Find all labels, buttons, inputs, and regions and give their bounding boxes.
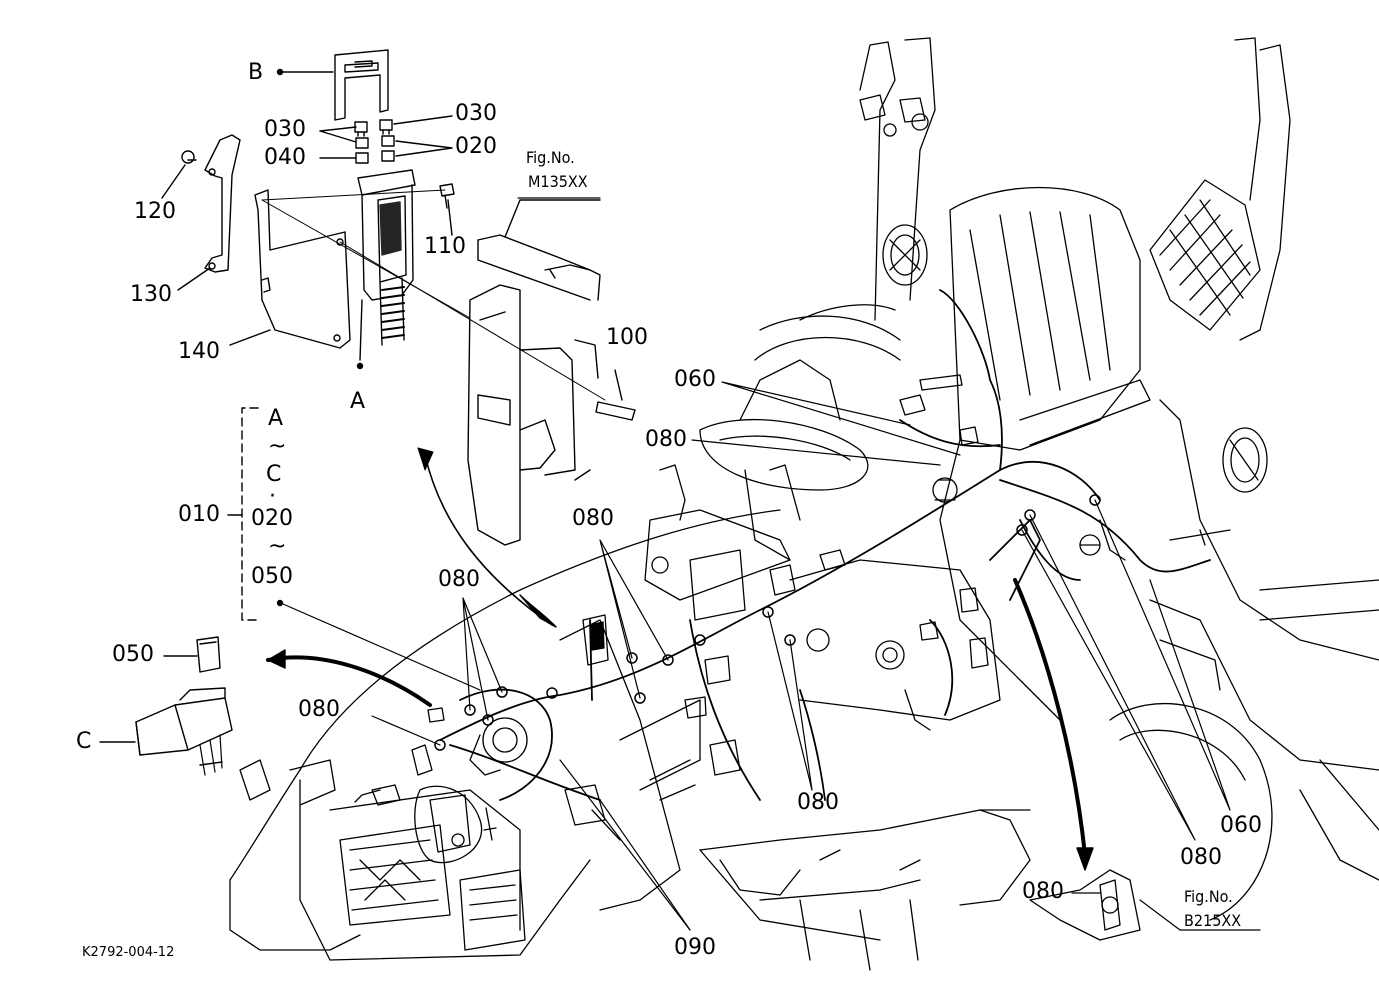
leader-M135XX (504, 199, 601, 238)
leader-010-dot (282, 603, 481, 691)
drawing-code: K2792-004-12 (82, 945, 175, 960)
label-130: 130 (130, 282, 172, 307)
label-080-left: 080 (438, 567, 480, 592)
fuse-holder-drawing (357, 169, 416, 346)
label-050: 050 (112, 642, 154, 667)
label-080-engine: 080 (298, 697, 340, 722)
range-020: 020 (251, 506, 293, 531)
range-tilde-2: ~ (268, 534, 287, 559)
tractor-body-drawing (229, 37, 1379, 971)
label-090: 090 (674, 935, 716, 960)
leader-110 (447, 199, 453, 236)
connector-C-drawing (135, 687, 233, 776)
bolt-110-drawing (439, 183, 455, 209)
leader-100 (614, 369, 623, 401)
plate-140-drawing (254, 189, 351, 349)
label-030-left: 030 (264, 117, 306, 142)
leader-A (359, 299, 363, 361)
fig-ref-B215XX-title: Fig.No. (1184, 887, 1233, 906)
leader-030-right (393, 115, 453, 125)
label-080-steering: 080 (645, 427, 687, 452)
label-080-dash: 080 (572, 506, 614, 531)
label-120: 120 (134, 199, 176, 224)
leader-020 (395, 140, 453, 157)
dash-panel-drawing (467, 234, 601, 546)
bracket-130-drawing (204, 134, 241, 273)
label-060-top: 060 (674, 367, 716, 392)
leader-140 (229, 329, 271, 346)
range-A: A (268, 406, 284, 431)
arrow-relay-C (266, 655, 432, 707)
harness-components (354, 374, 1101, 864)
bolt-100-drawing (595, 401, 636, 421)
harness-wires (439, 289, 1211, 801)
range-tilde-1: ~ (268, 434, 287, 459)
label-A: A (350, 389, 366, 414)
leader-030-left (319, 126, 357, 143)
fuses-drawing (354, 119, 395, 164)
fig-ref-M135XX-code: M135XX (528, 172, 588, 191)
label-100: 100 (606, 325, 648, 350)
label-010: 010 (178, 502, 220, 527)
fig-ref-M135XX-title: Fig.No. (526, 148, 575, 167)
label-080-hitch: 080 (1022, 879, 1064, 904)
range-C: C (266, 462, 282, 487)
leader-130 (177, 267, 211, 291)
label-080-right: 080 (1180, 845, 1222, 870)
range-bracket (241, 407, 259, 621)
label-080-center: 080 (797, 790, 839, 815)
label-B: B (248, 60, 264, 85)
arrow-dash-curve (424, 454, 553, 626)
label-060-right: 060 (1220, 813, 1262, 838)
label-020: 020 (455, 134, 497, 159)
label-040: 040 (264, 145, 306, 170)
clamps-080 (434, 494, 1101, 751)
label-leaders (371, 197, 1261, 931)
range-dot: · (269, 484, 276, 509)
label-030-right: 030 (455, 101, 497, 126)
label-140: 140 (178, 339, 220, 364)
label-C: C (76, 729, 92, 754)
relay-050-drawing (196, 636, 221, 673)
range-050: 050 (251, 564, 293, 589)
nut-120 (181, 150, 195, 164)
arrow-clamp (1013, 578, 1087, 857)
fuse-box-cover-drawing (334, 49, 389, 121)
fig-ref-B215XX-code: B215XX (1184, 911, 1242, 930)
label-110: 110 (424, 234, 466, 259)
leader-120 (161, 164, 186, 199)
